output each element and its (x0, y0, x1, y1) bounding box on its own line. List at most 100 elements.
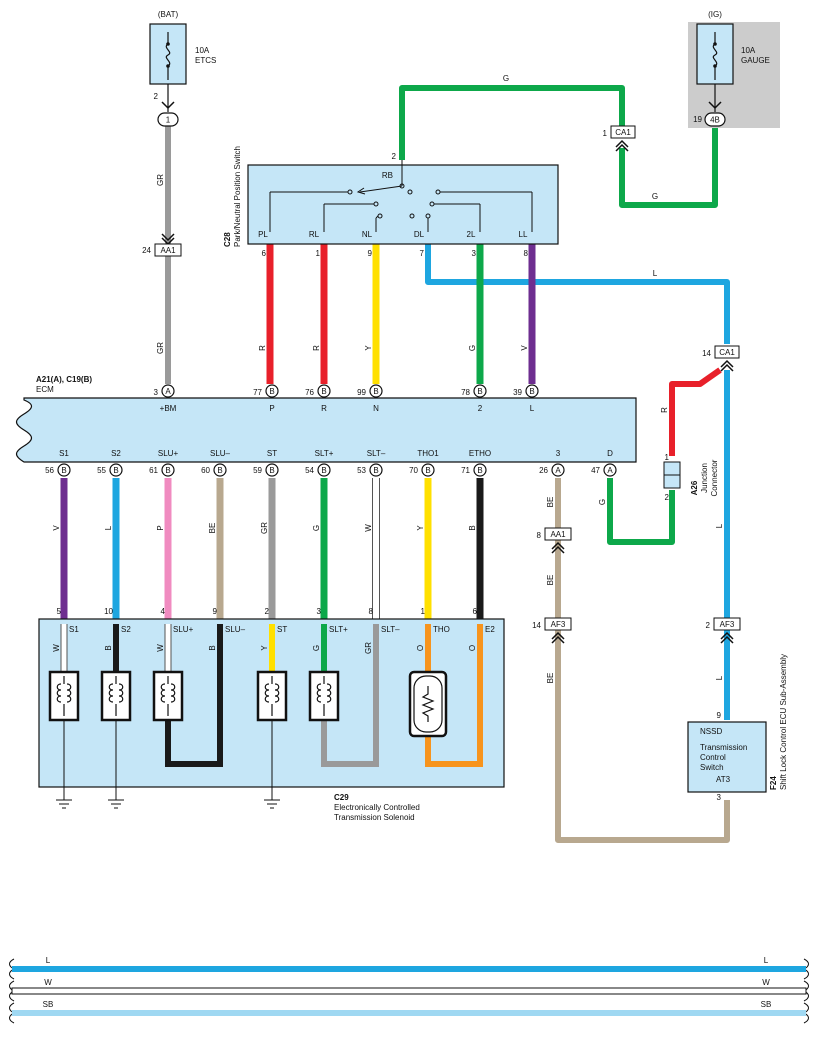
ecm-pin-connector: B (321, 387, 326, 396)
ecu-nssd: NSSD (700, 727, 722, 736)
solenoid-pin-label: S1 (69, 625, 79, 634)
ecm-pin-label: 3 (556, 449, 561, 458)
label-b-etho: B (468, 525, 477, 530)
label-g-jc: G (598, 499, 607, 505)
solenoid-coil-icon (308, 670, 340, 722)
ecm-pin-label: SLU– (210, 449, 231, 458)
junction-pin1: 1 (665, 453, 670, 462)
solenoid-wire-label: O (416, 645, 425, 651)
solenoid-coil-icon (256, 670, 288, 722)
ecm-pin-connector: B (373, 466, 378, 475)
ecm-pin-number: 59 (253, 466, 262, 475)
wire-g-top (399, 85, 625, 160)
ecm-pin-number: 53 (357, 466, 366, 475)
fuse-ig-name: GAUGE (741, 56, 770, 65)
af3-right-name: AF3 (720, 620, 735, 629)
legend-code-left: L (46, 956, 51, 965)
ecm-pin-connector: B (477, 466, 482, 475)
switch-label-2l: 2L (467, 230, 476, 239)
ecm-pin-connector: A (607, 466, 613, 475)
ca1-right-pin: 14 (702, 349, 711, 358)
junction-name-1: Junction (700, 463, 709, 493)
fuse-icon (165, 32, 171, 80)
switch-pin: 1 (316, 249, 321, 258)
solenoid-pin-number: 9 (213, 607, 218, 616)
af3-right-pin: 2 (706, 621, 711, 630)
solenoid-pin-label: ST (277, 625, 287, 634)
label-w-slt: W (364, 524, 373, 532)
label-l-mid: L (715, 523, 724, 528)
switch-pin: 8 (524, 249, 529, 258)
solenoid-pin-label: SLT– (381, 625, 400, 634)
label-g-top: G (503, 74, 509, 83)
aa1-top-pin: 24 (142, 246, 151, 255)
fuse-bat: (BAT) 10A ETCS 2 1 (149, 10, 216, 127)
ecm-pin-connector: B (165, 466, 170, 475)
ecm-pin-label: ST (267, 449, 277, 458)
aa1-top-name: AA1 (160, 246, 176, 255)
af3-left-name: AF3 (551, 620, 566, 629)
solenoid-pin-number: 8 (369, 607, 374, 616)
switch-label-rl: RL (309, 230, 320, 239)
ecm-pin-number: 55 (97, 466, 106, 475)
ecm-pin-number: 71 (461, 466, 470, 475)
ecm-pin-label: D (607, 449, 613, 458)
solenoid-name-1: Electronically Controlled (334, 803, 420, 812)
connector-aa1-top: 24 AA1 (142, 233, 182, 257)
switch-code: C28 (223, 232, 232, 247)
switch-rb: RB (382, 171, 393, 180)
ground-icon (56, 799, 72, 809)
switch-pin: 3 (472, 249, 477, 258)
solenoid-pin-label: E2 (485, 625, 495, 634)
connector-aa1-low: 8 AA1 (537, 527, 572, 554)
wire-r-jc (669, 367, 722, 456)
solenoid-pin-number: 5 (57, 607, 62, 616)
ecm-pin-label: S2 (111, 449, 121, 458)
ecm-pin-connector: B (321, 466, 326, 475)
ecm-pin-label: R (321, 404, 327, 413)
ecm-pin-connector: B (373, 387, 378, 396)
solenoid-code: C29 (334, 793, 349, 802)
connector-ca1-right: 14 CA1 (702, 345, 740, 372)
solenoid-wire-label: Y (260, 645, 269, 651)
ecu-switch-1: Transmission (700, 743, 747, 752)
wire-labels: G G GR GR L R R Y G V R G L L V L P BE G… (52, 74, 724, 683)
fuse-bat-supply: (BAT) (158, 10, 179, 19)
ecu-pin-bottom: 3 (717, 793, 722, 802)
switch-pin-numbers: 6 1 9 7 3 8 (262, 249, 529, 258)
ground-icon (264, 799, 280, 809)
label-y-tho: Y (416, 525, 425, 531)
ecm-pin-number: 47 (591, 466, 600, 475)
ecm-code: A21(A), C19(B) (36, 375, 92, 384)
solenoid-pin-number: 10 (104, 607, 113, 616)
aa1-low-pin: 8 (537, 531, 542, 540)
solenoid-wire-label: G (312, 645, 321, 651)
ecm-pin-number: 70 (409, 466, 418, 475)
ecm-pin-connector: B (217, 466, 222, 475)
label-v-s1: V (52, 525, 61, 531)
fuse-ig-pin: 19 (693, 115, 702, 124)
ecm-bottom-pin: D 47 A (591, 449, 617, 477)
ecm-pin-label: +BM (160, 404, 177, 413)
solenoid-coils (48, 670, 340, 722)
ecm-pin-number: 99 (357, 388, 366, 397)
legend-code-right: L (764, 956, 769, 965)
solenoid-name-2: Transmission Solenoid (334, 813, 415, 822)
legend-code-right: SB (761, 1000, 772, 1009)
ecm-pin-connector: B (269, 466, 274, 475)
ecm-pin-connector: B (425, 466, 430, 475)
ecm-pin-connector: B (529, 387, 534, 396)
ecm-pin-label: SLT+ (315, 449, 334, 458)
ecm-pin-number: 61 (149, 466, 158, 475)
ecm-pin-number: 60 (201, 466, 210, 475)
connector-ca1-top: 1 CA1 (603, 125, 636, 152)
fuse-ig-rating: 10A (741, 46, 756, 55)
label-r-r: R (312, 345, 321, 351)
